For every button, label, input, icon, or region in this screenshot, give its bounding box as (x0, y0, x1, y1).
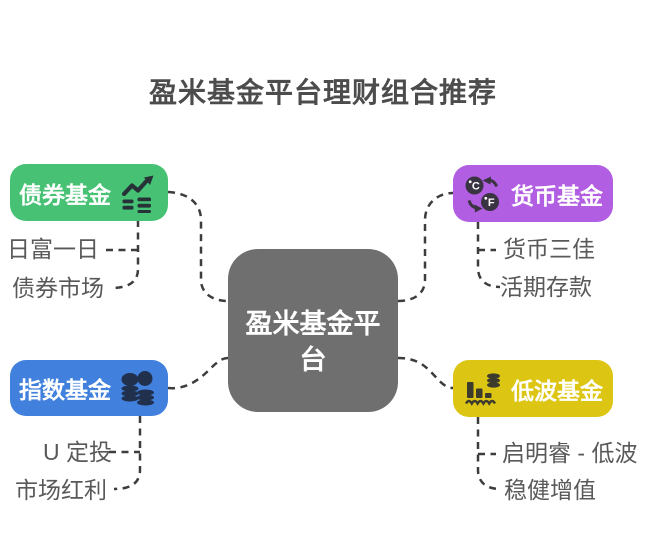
connector-center-to-lowvol (397, 356, 454, 390)
branch-node-label: 低波基金 (511, 377, 603, 404)
connector-money-children-spine (476, 222, 501, 289)
branch-node-bond-fund[interactable]: 债券基金 (10, 164, 168, 221)
child-label-lowvol-1[interactable]: 启明睿 - 低波 (502, 440, 638, 466)
connector-bond-children-spine (110, 220, 140, 290)
child-label-lowvol-2[interactable]: 稳健增值 (504, 477, 596, 503)
svg-text:C: C (472, 180, 480, 192)
center-node-label: 盈米基金平台 (245, 308, 381, 375)
connector-bond-to-center (167, 190, 229, 303)
child-label-money-2[interactable]: 活期存款 (500, 274, 592, 300)
child-label-bond-1[interactable]: 日富一日 (7, 236, 99, 262)
branch-node-label: 货币基金 (511, 182, 603, 209)
diagram-title: 盈米基金平台理财组合推荐 (148, 77, 497, 108)
connector-index-children-spine (113, 416, 142, 491)
trending-chart-icon (119, 173, 159, 213)
center-node[interactable]: 盈米基金平台 (228, 249, 398, 412)
branch-node-index-fund[interactable]: 指数基金 (10, 360, 168, 416)
connector-index-to-center (167, 356, 229, 390)
branch-node-label: 债券基金 (19, 181, 111, 208)
child-label-bond-2[interactable]: 债券市场 (12, 275, 104, 301)
coin-stacks-icon (119, 368, 159, 408)
connector-lowvol-children-spine (476, 417, 501, 491)
connector-center-to-money (397, 191, 454, 303)
child-label-index-1[interactable]: U 定投 (43, 439, 112, 465)
currency-exchange-icon: C F (463, 174, 503, 214)
svg-text:F: F (488, 197, 495, 209)
child-label-money-1[interactable]: 货币三佳 (503, 236, 595, 262)
child-label-index-2[interactable]: 市场红利 (15, 477, 107, 503)
branch-node-money-fund[interactable]: C F 货币基金 (453, 165, 613, 222)
bar-chart-coins-icon (463, 369, 503, 409)
branch-node-low-vol-fund[interactable]: 低波基金 (453, 360, 613, 417)
branch-node-label: 指数基金 (19, 377, 111, 403)
